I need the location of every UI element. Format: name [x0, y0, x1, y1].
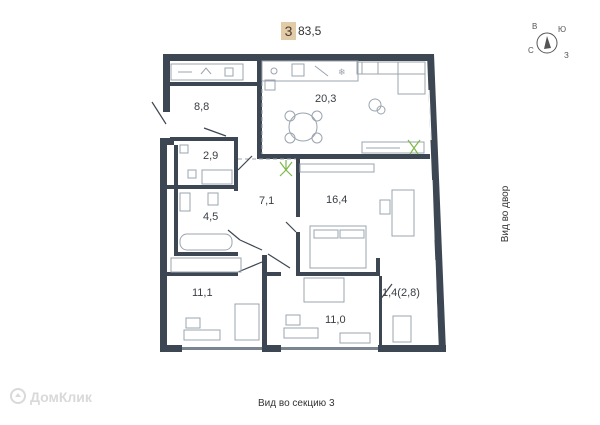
total-area-label: 83,5 — [298, 24, 322, 38]
view-section-label: Вид во секцию 3 — [258, 398, 335, 409]
compass-icon — [536, 32, 558, 54]
doors — [151, 101, 393, 301]
watermark-text: ДомКлик — [30, 389, 92, 405]
svg-text:❄: ❄ — [338, 67, 346, 77]
room-area-loggia: 1,4(2,8) — [382, 287, 420, 299]
zone-dividers — [238, 61, 296, 160]
room-area-corridor: 7,1 — [259, 195, 275, 207]
compass-north-letter: С — [528, 46, 534, 55]
room-area-bedroom-master: 16,4 — [326, 194, 348, 206]
compass-west-letter: З — [564, 51, 569, 60]
room-area-hall-nw: 8,8 — [194, 101, 210, 113]
room-area-bathroom: 4,5 — [203, 211, 219, 223]
plants — [279, 139, 421, 177]
walls — [160, 54, 446, 352]
furniture: ❄ — [170, 60, 426, 344]
room-area-living-kitchen: 20,3 — [315, 93, 337, 105]
compass-east-letter: В — [532, 22, 538, 31]
compass-south-letter: Ю — [558, 25, 567, 34]
east-windows — [428, 89, 438, 321]
room-area-bedroom-sw: 11,1 — [192, 287, 213, 299]
room-area-wc: 2,9 — [203, 150, 219, 162]
watermark-logo-icon — [10, 388, 26, 404]
room-area-bedroom-s: 11,0 — [325, 314, 346, 326]
rooms-count-badge: 3 — [281, 22, 296, 40]
view-courtyard-label: Вид во двор — [500, 185, 511, 243]
